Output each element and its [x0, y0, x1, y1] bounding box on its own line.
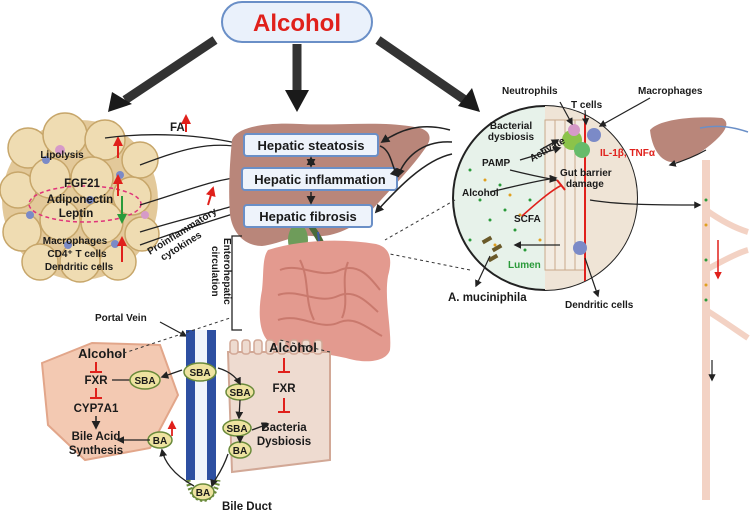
alcohol-title: Alcohol	[221, 1, 373, 43]
ba-vesicle-ent: BA	[228, 441, 252, 459]
gut-zoom-circle: Bacterial dysbiosis Activate PAMP Gut ba…	[452, 105, 638, 291]
damage-label: damage	[566, 179, 604, 190]
lipolysis-label: Lipolysis	[40, 150, 84, 161]
sba-vesicle-ent2: SBA	[222, 419, 252, 437]
bacterial-label: Bacterial	[490, 121, 532, 132]
hepatic-fibrosis-label: Hepatic fibrosis	[259, 209, 357, 224]
pamp-label: PAMP	[482, 158, 510, 169]
bile-duct-label: Bile Duct	[222, 501, 272, 513]
fa-label: FA	[170, 122, 185, 134]
lumen-label: Lumen	[508, 260, 541, 271]
left-alcohol-label: Alcohol	[78, 346, 126, 361]
hepatic-steatosis-label: Hepatic steatosis	[258, 138, 365, 153]
right-alcohol-label: Alcohol	[269, 340, 317, 355]
ba-label-1: BA	[233, 446, 247, 457]
title-text: Alcohol	[253, 10, 341, 37]
adipose-tissue: Lipolysis FGF21 Adiponectin Leptin Macro…	[0, 112, 160, 283]
bile-acid-label: Bile Acid	[72, 431, 121, 443]
dysbiosis-label: dysbiosis	[488, 132, 535, 143]
macrophages-label: Macrophages	[43, 236, 108, 247]
sba-label-1: SBA	[134, 376, 155, 387]
gut-barrier-label: Gut barrier	[560, 168, 612, 179]
cytokines-list-label: IL-1β, TNFα	[600, 148, 656, 159]
liver-box-arrows	[306, 126, 453, 214]
sba-label-3: SBA	[229, 388, 250, 399]
dendritic-cells-label: Dendritic cells	[45, 262, 114, 273]
intestine-organ	[259, 240, 391, 362]
ba-vesicle-left: BA	[147, 431, 173, 449]
bile-arrows	[116, 367, 270, 488]
cyp7a1-label: CYP7A1	[74, 403, 119, 415]
sba-vesicle-ent1: SBA	[225, 383, 255, 401]
bacteria-label: Bacteria	[261, 422, 307, 434]
hepatic-inflammation-box: Hepatic inflammation	[241, 167, 398, 191]
sba-label-2: SBA	[189, 368, 210, 379]
left-fxr-label: FXR	[85, 375, 109, 387]
bile-vesicles: SBA SBA SBA SBA BA BA BA	[129, 362, 255, 502]
hepatic-steatosis-box: Hepatic steatosis	[243, 133, 379, 157]
enterohepatic-circulation: Enterohepatic circulation	[209, 235, 242, 331]
bacteria-dysbiosis-label: Dysbiosis	[257, 436, 311, 448]
gut-macrophages-label: Macrophages	[638, 86, 703, 97]
ba-label-3: BA	[196, 488, 210, 499]
scfa-label: SCFA	[514, 214, 541, 225]
ba-vesicle-duct: BA	[185, 479, 221, 502]
fgf21-label: FGF21	[64, 178, 100, 190]
neutrophils-label: Neutrophils	[502, 86, 558, 97]
ba-label-2: BA	[153, 436, 167, 447]
synthesis-label: Synthesis	[69, 445, 123, 457]
right-fxr-label: FXR	[273, 383, 297, 395]
enterohepatic-label: Enterohepatic	[221, 238, 232, 305]
gut-dendritic-label: Dendritic cells	[565, 300, 634, 311]
sba-vesicle-vein: SBA	[183, 362, 217, 382]
gut-alcohol-label: Alcohol	[462, 188, 499, 199]
circulation-label: circulation	[209, 246, 220, 297]
sba-vesicle-left: SBA	[129, 370, 161, 390]
hepatic-inflammation-label: Hepatic inflammation	[254, 172, 386, 187]
leptin-label: Leptin	[59, 208, 94, 220]
main-arrows	[108, 36, 480, 112]
hepatic-fibrosis-box: Hepatic fibrosis	[243, 204, 373, 228]
sba-label-4: SBA	[226, 424, 247, 435]
adiponectin-label: Adiponectin	[47, 194, 113, 206]
akkermansia-label: A. muciniphila	[448, 292, 527, 304]
enterocyte-cell: Alcohol FXR Bacteria Dysbiosis	[226, 339, 331, 474]
cd4-label: CD4⁺ T cells	[47, 249, 107, 260]
t-cells-label: T cells	[571, 100, 603, 111]
portal-vein-vessel	[186, 330, 216, 480]
right-liver-vessels	[589, 117, 750, 500]
portal-vein-label: Portal Vein	[95, 313, 147, 324]
